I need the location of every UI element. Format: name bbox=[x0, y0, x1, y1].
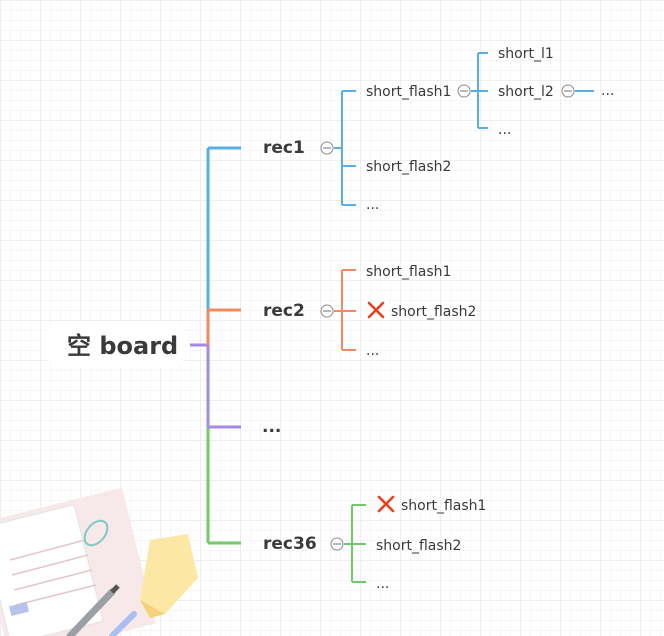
node-short-flash1-ellipsis[interactable]: ... bbox=[498, 122, 511, 138]
branch-label: ... bbox=[262, 417, 281, 437]
branch-rec36[interactable]: rec36 bbox=[263, 534, 317, 554]
node-rec36-short-flash2[interactable]: short_flash2 bbox=[376, 538, 461, 554]
node-rec1-short-flash2[interactable]: short_flash2 bbox=[366, 159, 451, 175]
root-node[interactable]: 空 board bbox=[42, 322, 190, 368]
node-rec2-short-flash1[interactable]: short_flash1 bbox=[366, 264, 451, 280]
collapse-toggle-short-flash1-icon[interactable] bbox=[457, 84, 471, 98]
branch-label: rec1 bbox=[263, 138, 305, 158]
notebook-decoration-icon bbox=[0, 487, 156, 636]
rec2-child-ticks bbox=[342, 269, 356, 351]
branch-label: rec36 bbox=[263, 534, 317, 554]
node-short-l1[interactable]: short_l1 bbox=[498, 46, 554, 62]
collapse-toggle-short-l2-icon[interactable] bbox=[561, 84, 575, 98]
node-short-l2[interactable]: short_l2 bbox=[498, 84, 554, 100]
sticky-note-icon bbox=[140, 534, 198, 618]
collapse-toggle-rec2-icon[interactable] bbox=[320, 304, 334, 318]
node-rec2-short-flash2[interactable]: short_flash2 bbox=[391, 304, 476, 320]
node-rec1-ellipsis[interactable]: ... bbox=[366, 197, 379, 213]
rec36-child-ticks bbox=[352, 504, 366, 583]
root-node-label: 空 board bbox=[67, 332, 178, 360]
rec1-child-ticks bbox=[342, 90, 356, 206]
node-rec1-short-flash1[interactable]: short_flash1 bbox=[366, 84, 451, 100]
node-rec2-ellipsis[interactable]: ... bbox=[366, 343, 379, 359]
node-short-l2-ellipsis[interactable]: ... bbox=[601, 83, 614, 99]
collapse-toggle-rec36-icon[interactable] bbox=[330, 537, 344, 551]
root-node-box bbox=[42, 322, 190, 368]
node-rec36-ellipsis[interactable]: ... bbox=[376, 576, 389, 592]
cross-mark-icon bbox=[377, 495, 395, 513]
collapse-toggle-rec1-icon[interactable] bbox=[320, 141, 334, 155]
branch-label: rec2 bbox=[263, 301, 305, 321]
branch-rec1[interactable]: rec1 bbox=[263, 138, 305, 158]
node-rec36-short-flash1[interactable]: short_flash1 bbox=[401, 498, 486, 514]
short-flash1-child-ticks bbox=[478, 52, 488, 129]
cross-mark-icon bbox=[367, 301, 385, 319]
branch-ellipsis[interactable]: ... bbox=[262, 417, 281, 437]
branch-rec2[interactable]: rec2 bbox=[263, 301, 305, 321]
connector-lines bbox=[188, 52, 594, 583]
